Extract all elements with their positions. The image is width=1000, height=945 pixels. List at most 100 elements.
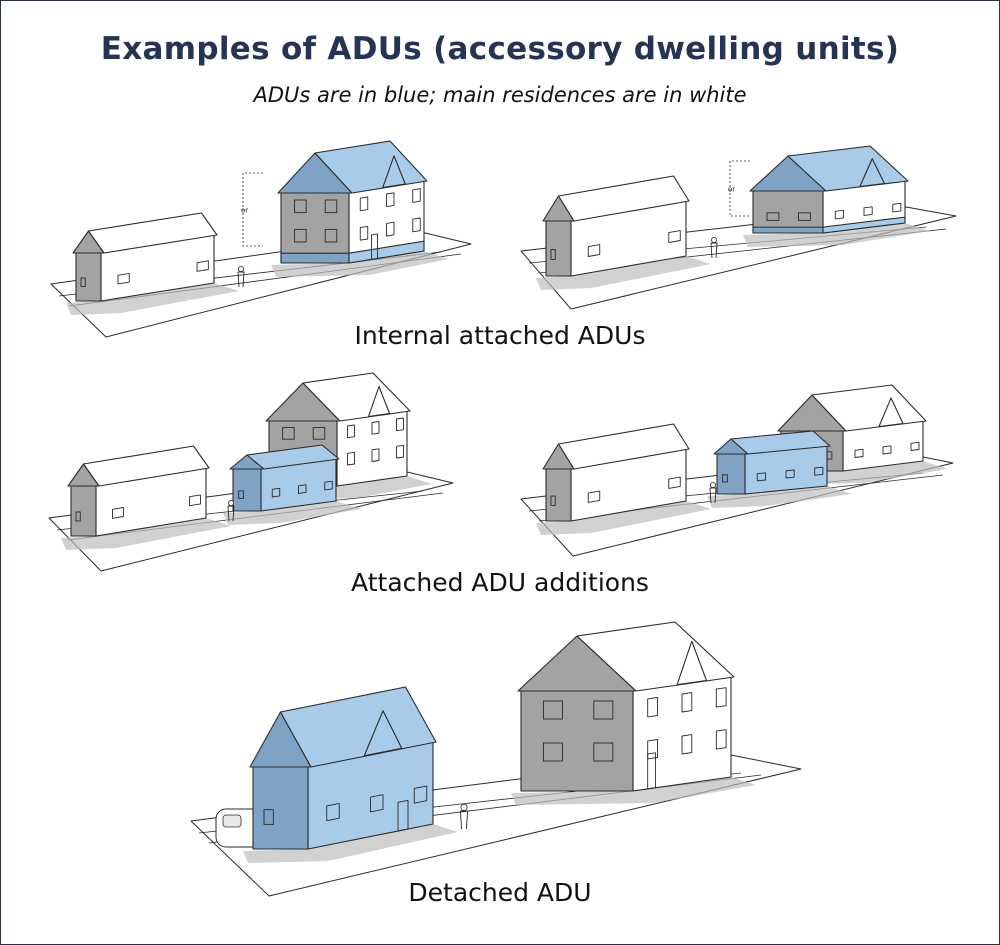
window xyxy=(715,687,727,708)
window xyxy=(324,228,338,243)
window xyxy=(542,742,563,762)
scene-detached xyxy=(190,621,802,897)
person-body xyxy=(459,810,469,830)
scene-addition-2 xyxy=(520,384,954,557)
window xyxy=(834,209,844,220)
window xyxy=(542,700,563,720)
house-shadow xyxy=(243,824,458,863)
gable-wall xyxy=(545,468,572,522)
window xyxy=(75,511,81,522)
window xyxy=(271,487,281,498)
basement-adu-front xyxy=(280,252,350,264)
window xyxy=(370,794,384,813)
dormer xyxy=(676,640,708,686)
window xyxy=(647,739,658,760)
dormer xyxy=(363,710,403,757)
window xyxy=(386,221,395,237)
window xyxy=(396,417,404,432)
window xyxy=(80,277,86,288)
window xyxy=(863,206,873,216)
section-label-detached: Detached ADU xyxy=(408,878,592,907)
window xyxy=(593,742,614,762)
dormer xyxy=(367,385,391,418)
house-shadow xyxy=(223,501,361,525)
roof xyxy=(82,445,210,487)
person-body xyxy=(709,487,717,504)
window xyxy=(298,484,307,494)
section-label-internal: Internal attached ADUs xyxy=(354,321,646,350)
window xyxy=(681,734,693,755)
gable-wall xyxy=(520,690,634,792)
house-shadow xyxy=(66,283,239,315)
window xyxy=(371,421,380,435)
window xyxy=(550,495,556,506)
house-shadow xyxy=(536,501,711,535)
dormer xyxy=(859,158,886,188)
window xyxy=(359,225,369,241)
gable-wall xyxy=(252,766,309,850)
basement-adu-front xyxy=(752,226,824,234)
person-body xyxy=(227,505,235,522)
door xyxy=(647,752,656,790)
basement-adu-side xyxy=(348,240,425,264)
dormer xyxy=(878,397,904,428)
window xyxy=(117,273,130,285)
or-annotation: or xyxy=(728,186,735,194)
house-shadow xyxy=(743,223,930,247)
door xyxy=(397,799,409,832)
roof xyxy=(557,175,690,222)
gable-wall xyxy=(75,252,102,302)
window xyxy=(892,202,902,213)
window xyxy=(312,427,326,440)
gable-wall xyxy=(280,192,350,264)
height-bracket xyxy=(242,172,263,247)
door xyxy=(371,233,378,260)
scene-internal-1: or xyxy=(50,140,472,338)
gable-wall xyxy=(232,468,262,512)
window xyxy=(756,472,766,482)
window xyxy=(347,424,355,439)
height-bracket xyxy=(729,160,750,217)
window xyxy=(326,802,340,822)
window xyxy=(593,700,614,720)
window xyxy=(766,212,780,221)
roof xyxy=(87,212,218,254)
subtitle: ADUs are in blue; main residences are in… xyxy=(253,83,747,107)
person-head xyxy=(227,499,234,506)
window xyxy=(371,448,380,462)
person-head xyxy=(711,236,718,243)
window xyxy=(263,809,274,825)
window xyxy=(324,480,333,491)
window xyxy=(238,490,244,499)
window xyxy=(386,192,395,208)
dormer xyxy=(382,155,406,189)
house-shadow xyxy=(61,518,231,550)
window xyxy=(294,228,307,243)
gable-wall xyxy=(70,485,97,537)
window xyxy=(722,474,728,483)
window xyxy=(785,469,795,479)
window xyxy=(412,217,421,233)
window xyxy=(668,230,681,243)
person-head xyxy=(710,481,717,488)
person-body xyxy=(237,271,245,288)
roof xyxy=(246,444,340,470)
roof xyxy=(730,430,831,455)
house-shadow xyxy=(271,251,449,277)
window xyxy=(413,785,428,804)
window xyxy=(647,697,658,718)
scene-internal-2: or xyxy=(520,145,957,310)
gable-wall xyxy=(545,220,572,277)
window xyxy=(668,476,681,489)
window xyxy=(550,249,556,260)
person-head xyxy=(460,803,468,811)
basement-adu-side xyxy=(822,216,906,234)
window xyxy=(587,244,601,257)
window xyxy=(854,448,864,458)
house-shadow xyxy=(536,256,711,290)
scene-addition-1 xyxy=(48,372,454,572)
window xyxy=(910,441,920,451)
window xyxy=(196,260,209,272)
